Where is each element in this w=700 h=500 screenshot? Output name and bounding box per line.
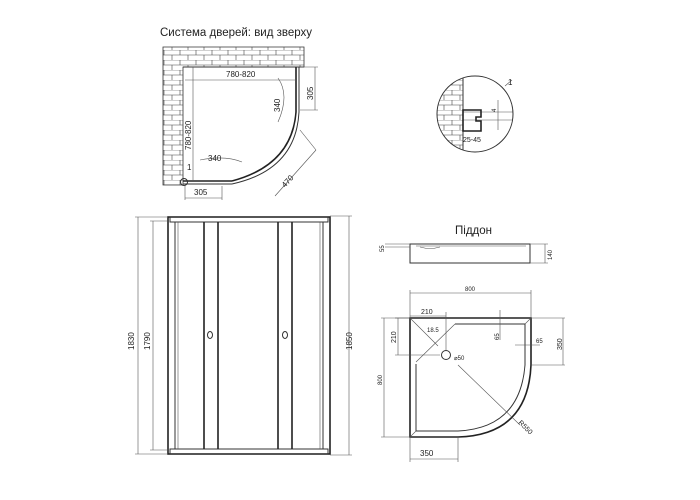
tray-outline — [409, 317, 532, 438]
curved-door-inner — [231, 111, 297, 182]
brick-wall-icon — [437, 76, 463, 152]
cabin-frame — [167, 216, 331, 455]
detail-callout: 1 — [508, 78, 513, 87]
front-view: 1830 1790 1850 — [127, 215, 354, 456]
tray-side-view: Піддон 55 140 — [380, 225, 554, 264]
wall-profile — [462, 109, 482, 132]
detail-marker — [180, 178, 188, 186]
dim-tray-depth: 800 — [378, 374, 384, 385]
dim-gap: 4 — [492, 108, 498, 112]
dim-straight-bottom: 350 — [420, 449, 434, 458]
callout-label: 1 — [187, 163, 192, 172]
door-handle-right — [282, 331, 288, 339]
dim-height-with-tray: 1850 — [345, 332, 354, 350]
tray-title: Піддон — [455, 225, 492, 237]
dim-side-panel-bottom: 305 — [194, 188, 208, 197]
tray-basin — [415, 323, 526, 432]
dim-rim: 55 — [380, 245, 386, 252]
drain-icon — [441, 350, 451, 360]
curved-door-outer — [231, 111, 300, 185]
dim-side-panel-right: 305 — [306, 86, 315, 100]
dim-door-swing-right: 340 — [273, 98, 282, 112]
dim-drain-x: 210 — [421, 309, 433, 316]
tray-top-view: 800 210 210 18.5 ⌀50 65 65 350 800 350 R… — [378, 287, 565, 462]
dim-drain-y: 210 — [391, 331, 398, 343]
dim-drain-diameter: ⌀50 — [454, 356, 465, 362]
dim-rim-top: 65 — [495, 333, 501, 340]
dim-radius: R550 — [517, 419, 534, 436]
wall-profile-detail: 4 25-45 1 — [436, 75, 514, 153]
dim-width: 780-820 — [226, 70, 256, 79]
door-handle-left — [207, 331, 213, 339]
dim-total-height: 1830 — [127, 332, 136, 350]
top-view-title: Система дверей: вид зверху — [160, 27, 312, 39]
tray-side-outline — [409, 243, 531, 264]
dim-door-height: 1790 — [143, 332, 152, 350]
dim-door-swing-bottom: 340 — [208, 154, 222, 163]
dim-rim-right: 65 — [536, 339, 543, 345]
brick-wall-icon — [162, 46, 305, 186]
dim-adjust: 25-45 — [463, 137, 481, 144]
dim-angle: 18.5 — [427, 328, 439, 334]
top-view: Система дверей: вид зверху 780-820 780-8… — [160, 27, 318, 200]
dim-depth: 780-820 — [184, 120, 193, 150]
dim-straight-right: 350 — [557, 338, 564, 350]
dim-tray-height: 140 — [548, 249, 554, 260]
dim-tray-width: 800 — [465, 287, 476, 293]
